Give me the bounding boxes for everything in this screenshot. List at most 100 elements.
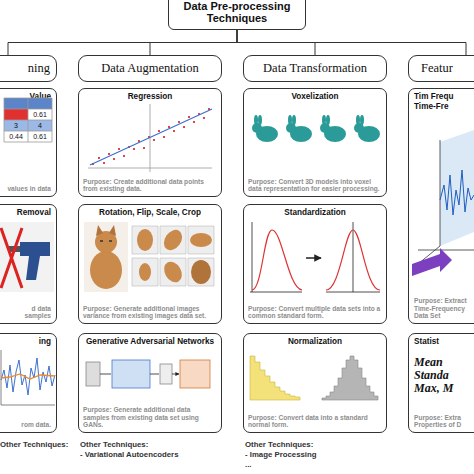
drill-picture	[0, 222, 54, 292]
plot-axes	[88, 104, 212, 172]
generator-block	[112, 360, 150, 388]
technique-card: Rotation, Flip, Scale, CropPurpose: Gene…	[78, 204, 222, 324]
cat-thumbnail	[139, 263, 151, 281]
table-cell: 0.61	[28, 131, 52, 142]
table-cell: 4	[28, 120, 52, 131]
card-title: Rotation, Flip, Scale, Crop	[83, 208, 217, 218]
cat-head	[95, 231, 117, 253]
note-text: Other Techniques:	[245, 440, 313, 449]
discriminator-block	[180, 360, 210, 388]
purpose-text: rom data.	[4, 421, 51, 429]
sample-block	[160, 364, 172, 384]
drill-chuck	[8, 246, 20, 252]
technique-card: RegressionPurpose: Create additional dat…	[78, 88, 222, 197]
category-header: ning	[0, 55, 57, 82]
note-text: - Image Processing	[245, 450, 317, 459]
missing-cell	[4, 109, 28, 120]
cat-thumbnail	[137, 229, 153, 251]
noise-input	[86, 362, 100, 386]
bunny-model	[320, 115, 346, 142]
category-header: Data Augmentation	[78, 55, 222, 82]
bunny-model	[354, 115, 380, 142]
data-table	[4, 98, 52, 142]
table-cell: 0.61	[28, 109, 52, 120]
card-title: Standardization	[248, 208, 382, 218]
box-title: Featur	[421, 61, 453, 76]
purpose-text: values in data	[4, 185, 51, 193]
distribution-curves	[250, 222, 380, 292]
cat-thumbnail	[190, 233, 212, 247]
note-text: Other Techniques:	[80, 440, 148, 449]
normal-histogram	[322, 356, 378, 400]
purpose-text: Purpose: Generate additional data sample…	[83, 406, 217, 429]
regression-plot	[88, 104, 212, 172]
box-title: Data Pre-processing Techniques	[175, 0, 299, 24]
box-title: ning	[28, 61, 50, 76]
time-domain-arrow	[412, 248, 452, 276]
gan-diagram	[86, 360, 210, 388]
cat-thumbnail	[160, 226, 186, 253]
card-title: Statist	[414, 337, 473, 347]
cat-thumbnail	[161, 258, 186, 285]
card-title: Normalization	[248, 337, 382, 347]
purpose-text: Purpose: Extra Properties of D	[414, 414, 473, 429]
table-cell: 3	[4, 120, 28, 131]
table-header-row	[4, 98, 52, 109]
technique-card: StatistMean Standa Max, MPurpose: Extra …	[408, 333, 474, 433]
smooth-line	[1, 374, 55, 379]
technique-card: Value values in data	[0, 88, 57, 197]
bunny-models	[252, 115, 380, 142]
cat-pictures	[84, 222, 214, 292]
table-grid	[4, 98, 52, 142]
card-title: Value	[4, 92, 51, 102]
purpose-text: Purpose: Convert multiple data sets into…	[248, 305, 382, 320]
purpose-text: Purpose: Convert data into a standard no…	[248, 414, 382, 429]
chart-axes	[1, 350, 55, 405]
plot-axes	[418, 140, 474, 264]
box-title: Data Augmentation	[101, 61, 199, 76]
technique-card: Generative Adversarial NetworksPurpose: …	[78, 333, 222, 433]
transform-arrow	[306, 257, 321, 259]
signal-line	[440, 170, 474, 215]
cat-body	[90, 251, 122, 289]
note-text: - Variational Autoencoders	[80, 450, 179, 459]
tree-connector	[237, 30, 466, 55]
category-header: Featur	[408, 55, 474, 82]
tree-connector	[8, 30, 237, 55]
time-frequency-plot	[412, 130, 474, 276]
flow-arrows	[100, 374, 179, 375]
bunny-model	[252, 115, 278, 142]
purpose-text: Purpose: Convert 3D models into voxel da…	[248, 178, 382, 193]
category-header: Data Transformation	[243, 55, 387, 82]
card-title: ing	[4, 337, 51, 347]
plot-axes	[250, 222, 380, 292]
root-box: Data Pre-processing Techniques	[168, 0, 306, 30]
noisy-signal-chart	[1, 350, 55, 405]
bell-curve	[252, 230, 380, 290]
card-title: Removal	[4, 208, 51, 218]
card-title: Generative Adversarial Networks	[83, 337, 217, 347]
tree-connector	[150, 30, 237, 55]
technique-card: Tim Frequ Time-FrePurpose: Extract Time-…	[408, 88, 474, 324]
cat-thumbnail	[191, 260, 211, 284]
purpose-text: Purpose: Extract Time-Frequency Data Set	[414, 297, 473, 320]
technique-card: Removal d data samples	[0, 204, 57, 324]
technique-card: VoxelizationPurpose: Convert 3D models i…	[243, 88, 387, 197]
noisy-line	[1, 358, 55, 395]
thumbnail-frames	[132, 226, 214, 286]
cat-ears	[96, 225, 116, 236]
technique-card: ing rom data.	[0, 333, 57, 433]
purpose-text: d data samples	[4, 305, 51, 320]
note-text: ...	[245, 460, 252, 469]
technique-card: StandardizationPurpose: Convert multiple…	[243, 204, 387, 324]
drill-body	[20, 242, 50, 280]
cat-eyes	[100, 240, 112, 242]
box-title: Data Transformation	[263, 61, 367, 76]
card-title: Voxelization	[248, 92, 382, 102]
frequency-plane	[440, 130, 474, 246]
table-row	[4, 120, 52, 131]
picture-background	[0, 222, 54, 292]
technique-card: NormalizationPurpose: Convert data into …	[243, 333, 387, 433]
